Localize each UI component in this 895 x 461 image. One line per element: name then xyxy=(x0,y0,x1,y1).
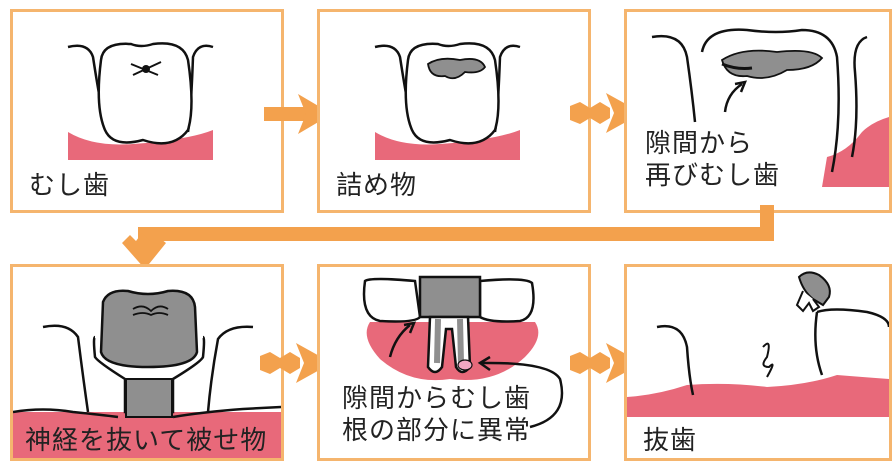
step-panel-filling: 詰め物 xyxy=(317,9,591,213)
caption-root-problem-line1: 隙間からむし歯 xyxy=(342,385,531,415)
step-panel-root-problem: 隙間からむし歯 根の部分に異常 xyxy=(317,264,591,461)
step-panel-extraction: 抜歯 xyxy=(624,264,892,461)
caption-root-problem-line2: 根の部分に異常 xyxy=(342,417,531,447)
caption-cavity: むし歯 xyxy=(29,172,110,202)
caption-recurrent-cavity-line1: 隙間から xyxy=(645,130,753,160)
step-panel-crown: 神経を抜いて被せ物 xyxy=(10,264,284,461)
caption-crown: 神経を抜いて被せ物 xyxy=(25,427,267,457)
caption-recurrent-cavity-line2: 再びむし歯 xyxy=(645,162,780,192)
step-panel-recurrent-cavity: 隙間から 再びむし歯 xyxy=(624,9,892,213)
step-panel-cavity: むし歯 xyxy=(10,9,284,213)
arrow-connector-down xyxy=(110,205,780,273)
caption-filling: 詰め物 xyxy=(336,172,417,202)
caption-extraction: 抜歯 xyxy=(643,427,697,457)
